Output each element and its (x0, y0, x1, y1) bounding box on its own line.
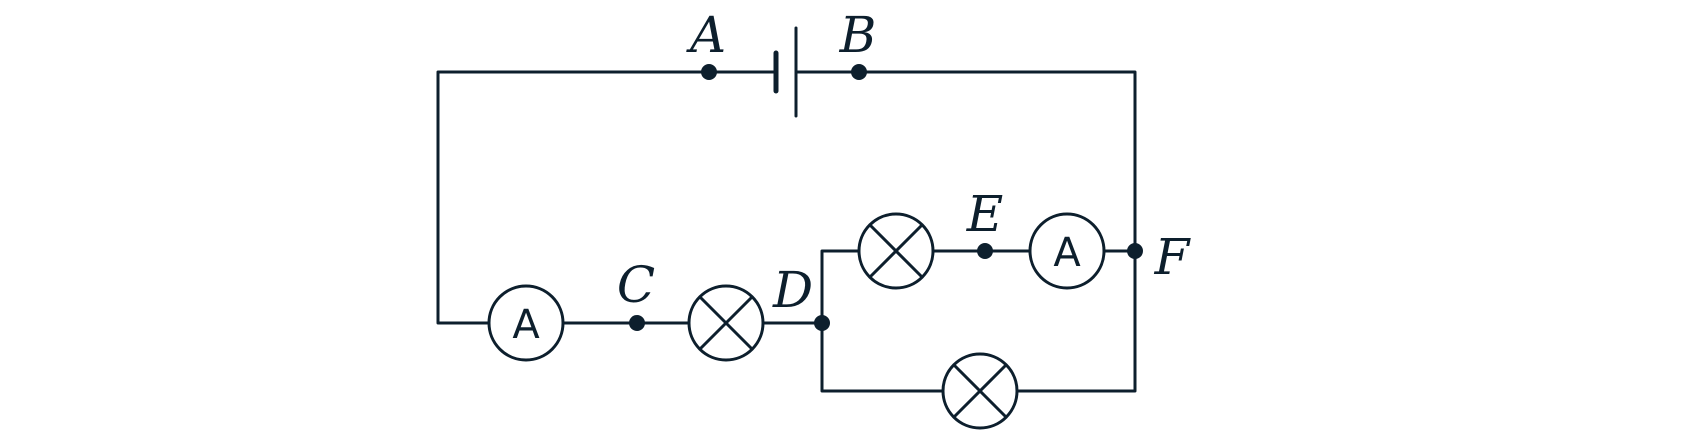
node-dot-e (977, 243, 993, 259)
node-labels: A B C D E F (617, 6, 1192, 319)
ammeter-main-body (487, 284, 565, 362)
wire-top-right (794, 70, 1137, 393)
ammeter-main-letter: A (512, 302, 540, 348)
ammeter-icon: A (1028, 212, 1106, 290)
label-e: E (966, 185, 1004, 243)
wire-d-upper-branch (820, 249, 861, 325)
wire-top-left (436, 70, 778, 325)
label-d: D (772, 261, 813, 319)
wire-d-lower-branch (820, 321, 945, 393)
battery-icon (773, 26, 798, 118)
node-dot-a (701, 64, 717, 80)
lamp-icon (941, 352, 1019, 430)
label-c: C (617, 256, 655, 314)
lamp-lower-cross-2 (952, 363, 1008, 419)
lamp-upper-cross-2 (868, 223, 924, 279)
ammeter-branch-body (1028, 212, 1106, 290)
node-dot-f (1127, 243, 1143, 259)
node-dot-d (814, 315, 830, 331)
node-dots (629, 64, 1143, 331)
ammeter-icon: A (487, 284, 565, 362)
label-f: F (1154, 228, 1192, 286)
ammeter-branch-letter: A (1053, 230, 1081, 276)
lamp-icon (687, 284, 765, 362)
lamp-icon (857, 212, 935, 290)
label-b: B (839, 6, 877, 64)
lamp-series-cross-2 (698, 295, 754, 351)
label-a: A (686, 6, 726, 64)
node-dot-b (851, 64, 867, 80)
node-dot-c (629, 315, 645, 331)
